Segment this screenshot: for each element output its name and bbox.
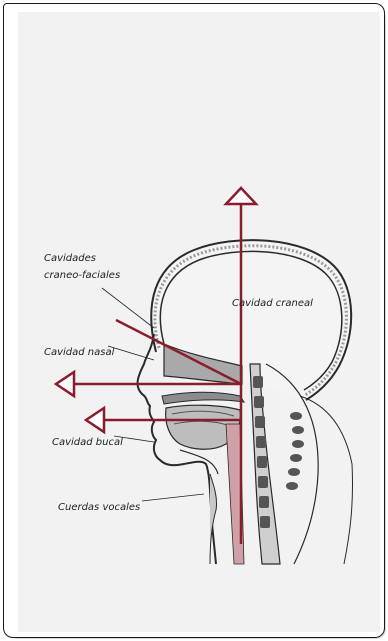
face-profile: [138, 334, 244, 564]
label-cuerdas-vocales: Cuerdas vocales: [58, 502, 140, 513]
oral-arrow-head: [86, 408, 104, 432]
spinous-processes: [286, 412, 304, 490]
up-arrow-head: [226, 188, 256, 204]
label-craneo-faciales: craneo-faciales: [44, 270, 120, 281]
label-cavidades: Cavidades: [44, 253, 96, 264]
figure-card: Cavidades craneo-faciales Cavidad cranea…: [3, 3, 385, 638]
nasal-arrow-head: [56, 372, 74, 396]
head-cross-section-diagram: Cavidades craneo-faciales Cavidad cranea…: [4, 4, 384, 637]
label-cavidad-nasal: Cavidad nasal: [44, 347, 115, 358]
label-cavidad-bucal: Cavidad bucal: [52, 437, 123, 448]
label-cavidad-craneal: Cavidad craneal: [232, 298, 313, 309]
